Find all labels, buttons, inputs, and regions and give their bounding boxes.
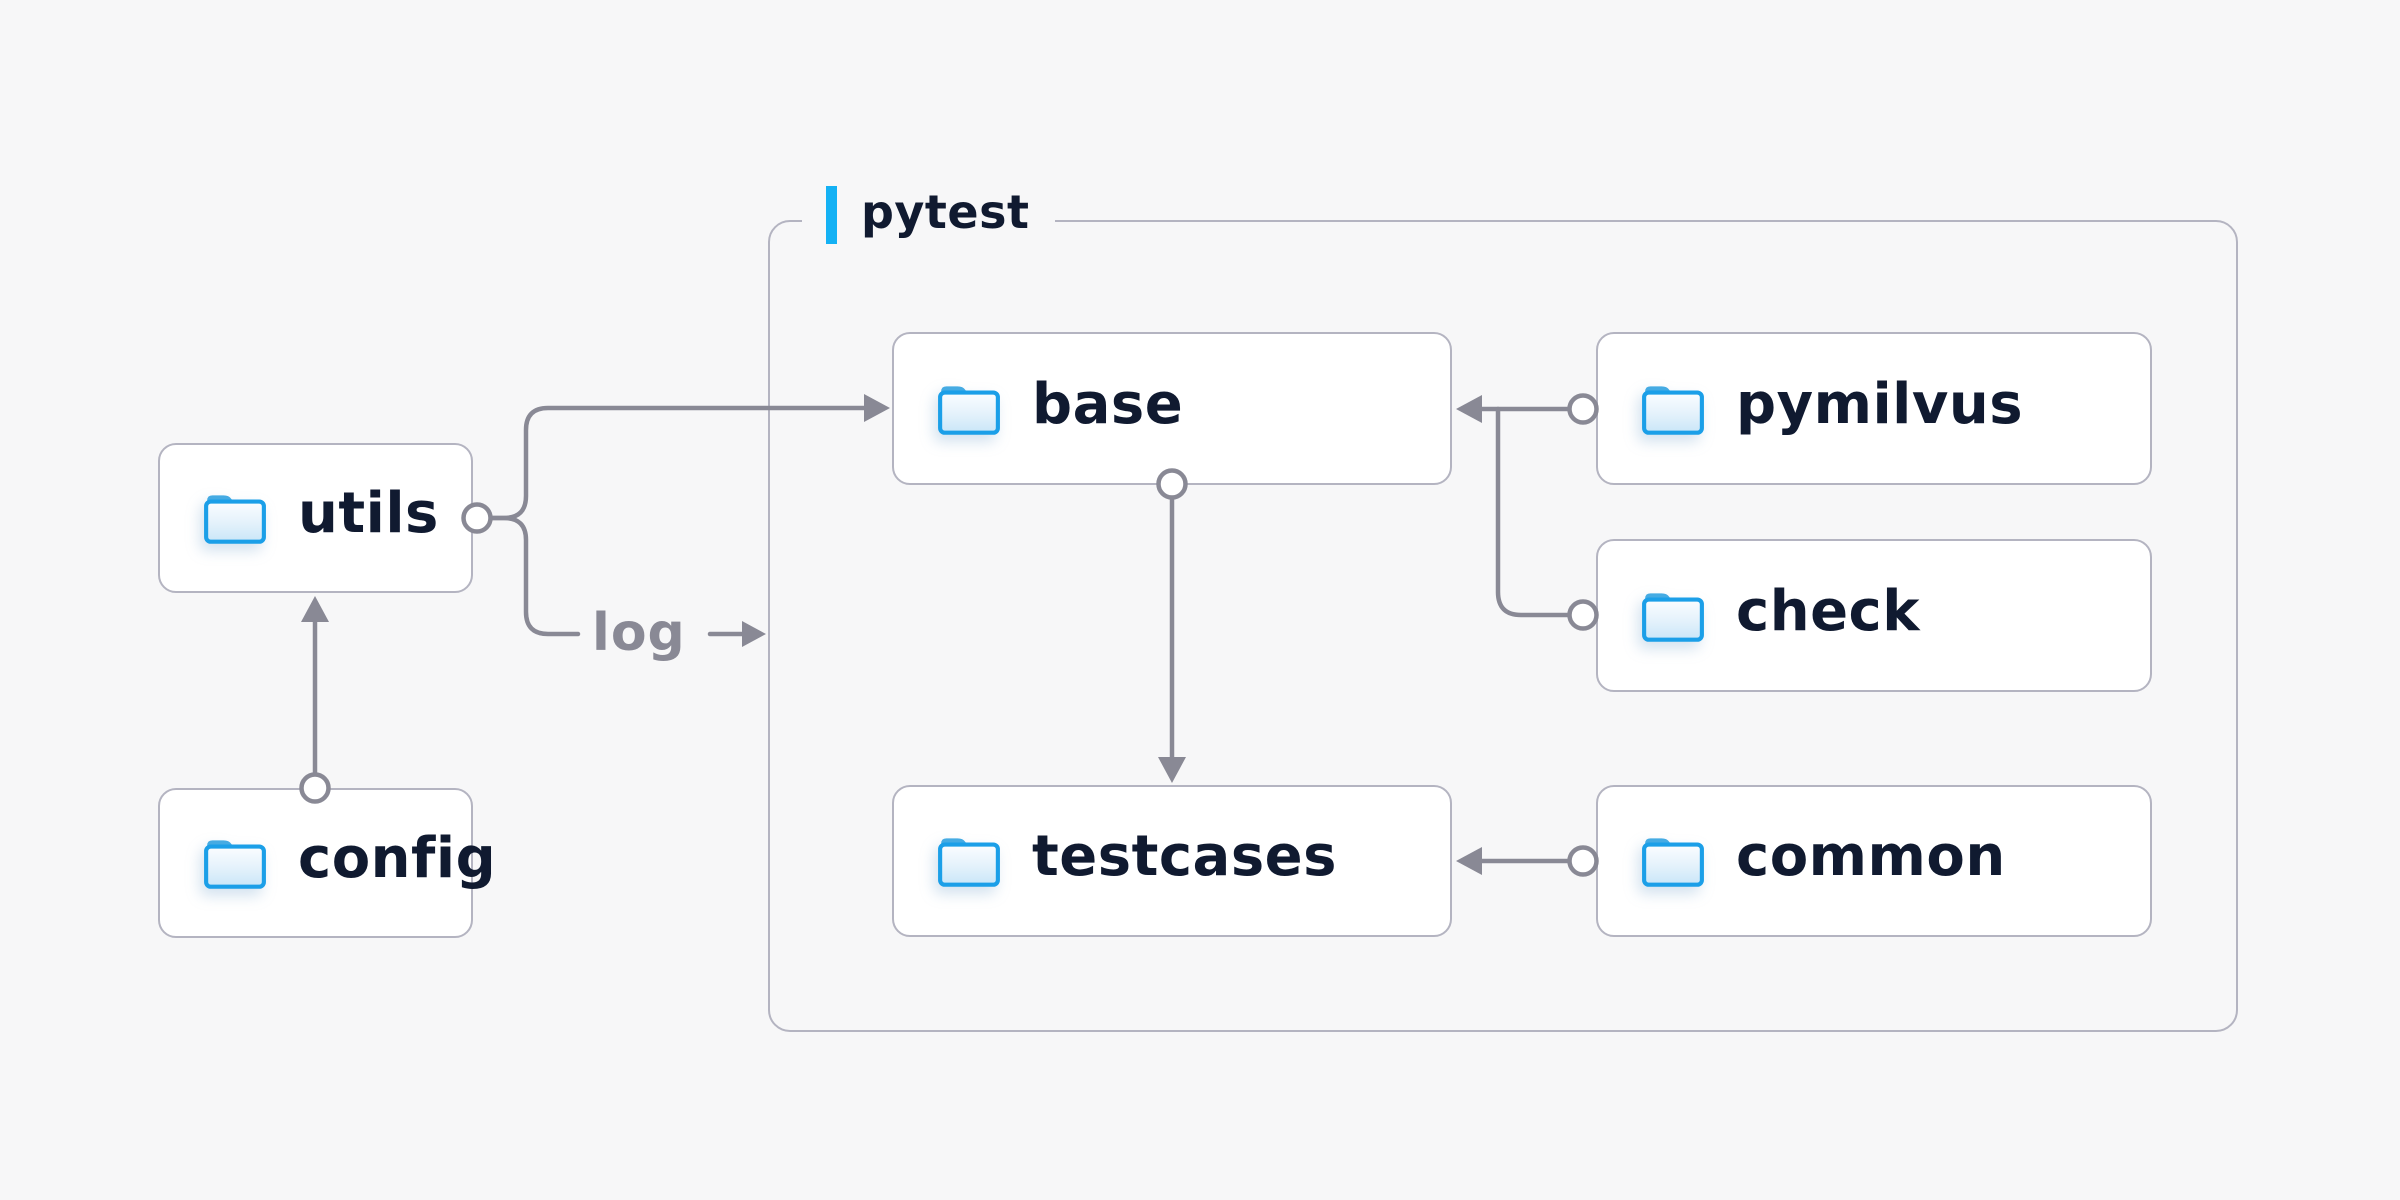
- accent-bar-icon: [826, 186, 837, 244]
- folder-icon: [204, 840, 266, 889]
- group-title: pytest: [861, 185, 1030, 239]
- node-check[interactable]: check: [1596, 539, 2152, 692]
- node-pymilvus[interactable]: pymilvus: [1596, 332, 2152, 485]
- node-label-config: config: [298, 826, 497, 891]
- edge-label-log: log: [592, 603, 686, 663]
- edge-config-utils: [299, 596, 331, 804]
- node-label-testcases: testcases: [1032, 824, 1337, 889]
- node-config[interactable]: config: [158, 788, 496, 938]
- folder-icon: [938, 385, 1000, 435]
- node-testcases[interactable]: testcases: [892, 785, 1452, 937]
- node-label-base: base: [1032, 371, 1184, 437]
- node-common[interactable]: common: [1596, 785, 2152, 937]
- node-label-utils: utils: [298, 481, 439, 546]
- folder-icon: [1642, 592, 1704, 642]
- folder-icon: [938, 838, 1000, 887]
- node-label-pymilvus: pymilvus: [1736, 371, 2024, 437]
- group-pytest-label: pytest: [802, 184, 1056, 246]
- node-label-common: common: [1736, 824, 2006, 889]
- folder-icon: [1642, 385, 1704, 435]
- node-label-check: check: [1736, 578, 1920, 644]
- folder-icon: [1642, 838, 1704, 887]
- node-utils[interactable]: utils: [158, 443, 473, 593]
- folder-icon: [204, 495, 266, 544]
- group-pytest: [768, 220, 2238, 1032]
- node-base[interactable]: base: [892, 332, 1452, 485]
